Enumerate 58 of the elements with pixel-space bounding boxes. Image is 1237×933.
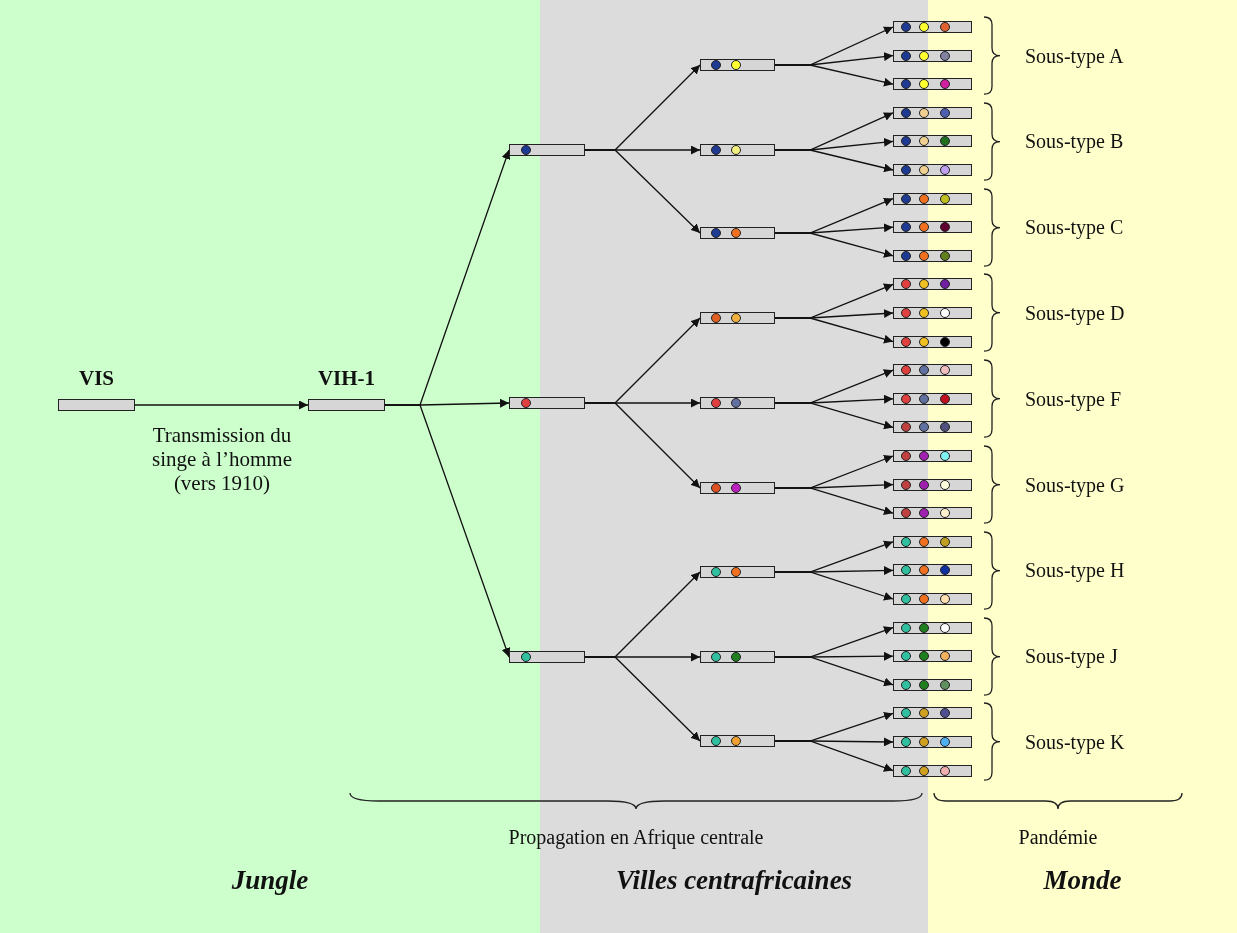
arrow (774, 317, 894, 344)
genome-bar (893, 307, 972, 319)
genome-bar (893, 164, 972, 176)
genome-bar (893, 450, 972, 462)
genome-bar (700, 735, 775, 747)
genome-bar (893, 650, 972, 663)
subtype-label: Sous-type D (1025, 301, 1125, 325)
genome-bar (893, 364, 972, 377)
region-label: Monde (1043, 864, 1122, 897)
arrow (774, 64, 894, 87)
arrow (774, 571, 894, 601)
arrow (774, 487, 894, 515)
region-label: Jungle (231, 864, 309, 897)
genome-bar (893, 278, 972, 291)
genome-bar (893, 221, 972, 234)
phase-label: Propagation en Afrique centrale (508, 825, 764, 851)
genome-bar (893, 564, 972, 577)
arrow (774, 656, 894, 687)
genome-bar (893, 736, 972, 748)
bar-label: VIS (79, 365, 114, 392)
subtype-label: Sous-type F (1025, 386, 1122, 411)
genome-bar (700, 651, 775, 663)
genome-bar (893, 507, 972, 520)
subtype-label: Sous-type G (1025, 472, 1125, 497)
arrow (584, 402, 701, 489)
genome-bar (893, 707, 972, 720)
arrow (584, 656, 701, 742)
genome-bar (893, 21, 972, 33)
arrow (384, 404, 511, 658)
subtype-label: Sous-type J (1025, 644, 1118, 669)
genome-bar (700, 227, 775, 239)
arrow (774, 402, 894, 430)
genome-bar (700, 566, 775, 578)
genome-bar (700, 312, 775, 324)
bar-label: VIH-1 (317, 365, 376, 392)
phase-label: Pandémie (1018, 825, 1098, 850)
genome-bar (509, 651, 585, 663)
arrow (774, 149, 894, 173)
genome-bar (700, 59, 775, 71)
subtype-label: Sous-type K (1025, 730, 1125, 754)
subtype-label: Sous-type B (1025, 129, 1124, 154)
arrow (774, 740, 894, 772)
genome-bar (893, 135, 972, 148)
arrow (584, 149, 701, 234)
genome-bar (700, 482, 775, 494)
genome-bar (893, 78, 972, 91)
region-label: Villes centrafricaines (615, 864, 853, 897)
genome-bar (893, 421, 972, 434)
subtype-label: Sous-type A (1025, 43, 1124, 68)
genome-bar (509, 144, 585, 156)
subtype-label: Sous-type C (1025, 215, 1124, 240)
arrow (774, 232, 894, 258)
genome-bar (700, 397, 775, 409)
genome-bar (700, 144, 775, 156)
genome-bar (509, 397, 585, 409)
genome-bar (893, 593, 972, 605)
arrow (134, 400, 309, 410)
subtype-label: Sous-type H (1025, 558, 1125, 583)
